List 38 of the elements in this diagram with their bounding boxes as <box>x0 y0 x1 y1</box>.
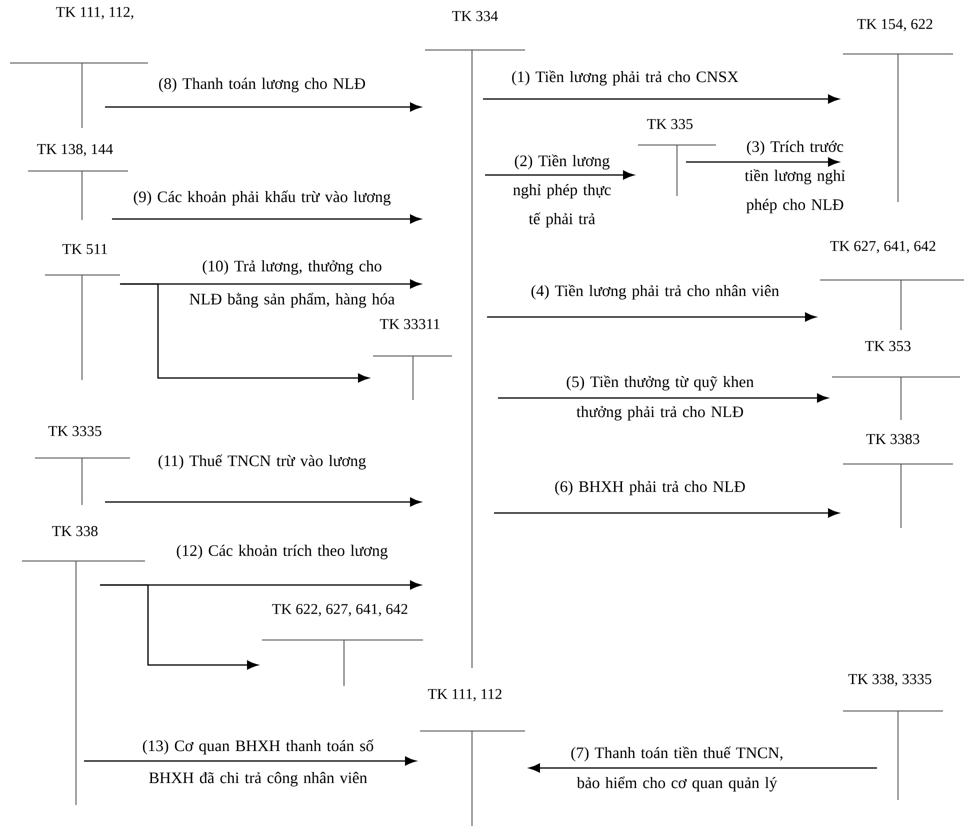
t-account: TK 138, 144 <box>28 144 128 220</box>
arrow <box>105 498 422 506</box>
t-account: TK 33311 <box>372 319 452 400</box>
arrow <box>105 102 422 112</box>
edge-label: (5) Tiền thưởng từ quỹ khen thưởng phải trả cho NLĐ <box>566 375 754 420</box>
t-account: TK 3335 <box>34 426 130 506</box>
t-account: TK 627, 641, 642 <box>820 241 964 330</box>
edge-label: (8) Thanh toán lương cho NLĐ <box>159 78 366 92</box>
arrow <box>112 214 422 224</box>
arrow <box>120 283 370 382</box>
edge-label: (1) Tiền lương phải trả cho CNSX <box>512 70 738 86</box>
arrow <box>100 584 258 670</box>
edge-label: (2) Tiền lương nghỉ phép thực tế phải trả <box>513 154 611 228</box>
edge-label: (12) Các khoản trích theo lương <box>176 544 388 560</box>
arrow <box>494 508 840 518</box>
t-account: TK 3383 <box>842 434 954 528</box>
edge-label: (11) Thuế TNCN trừ vào lương <box>158 454 366 470</box>
arrow <box>487 312 816 322</box>
arrow <box>686 158 840 166</box>
arrow <box>485 170 634 180</box>
t-account: TK 511 <box>44 244 120 380</box>
edge-label: (13) Cơ quan BHXH thanh toán số BHXH đã chi trả công nhân viên <box>142 739 374 786</box>
t-account: TK 335 <box>638 119 716 196</box>
edge-label: (7) Thanh toán tiền thuế TNCN, bảo hiểm cho cơ quan quản lý <box>571 746 782 792</box>
arrow <box>483 94 840 104</box>
edge-label: (6) BHXH phải trả cho NLĐ <box>555 480 745 496</box>
t-account: TK 111, 112, <box>10 7 148 128</box>
edge-label: (10) Trả lương, thưởng cho NLĐ bằng sản phẩm, hàng hóa <box>190 260 395 308</box>
arrow <box>84 756 416 766</box>
arrow <box>498 394 828 402</box>
edge-label: (9) Các khoản phải khấu trừ vào lương <box>134 190 391 206</box>
t-account: TK 622, 627, 641, 642 <box>262 604 424 686</box>
edge-label: (4) Tiền lương phải trả cho nhân viên <box>531 284 780 300</box>
t-account: TK 111, 112 <box>420 689 526 826</box>
edge-label: (3) Trích trước tiền lương nghỉ phép cho NLĐ <box>744 140 846 214</box>
arrow <box>528 764 877 772</box>
t-account: TK 353 <box>832 341 960 420</box>
t-account: TK 338, 3335 <box>842 674 944 800</box>
